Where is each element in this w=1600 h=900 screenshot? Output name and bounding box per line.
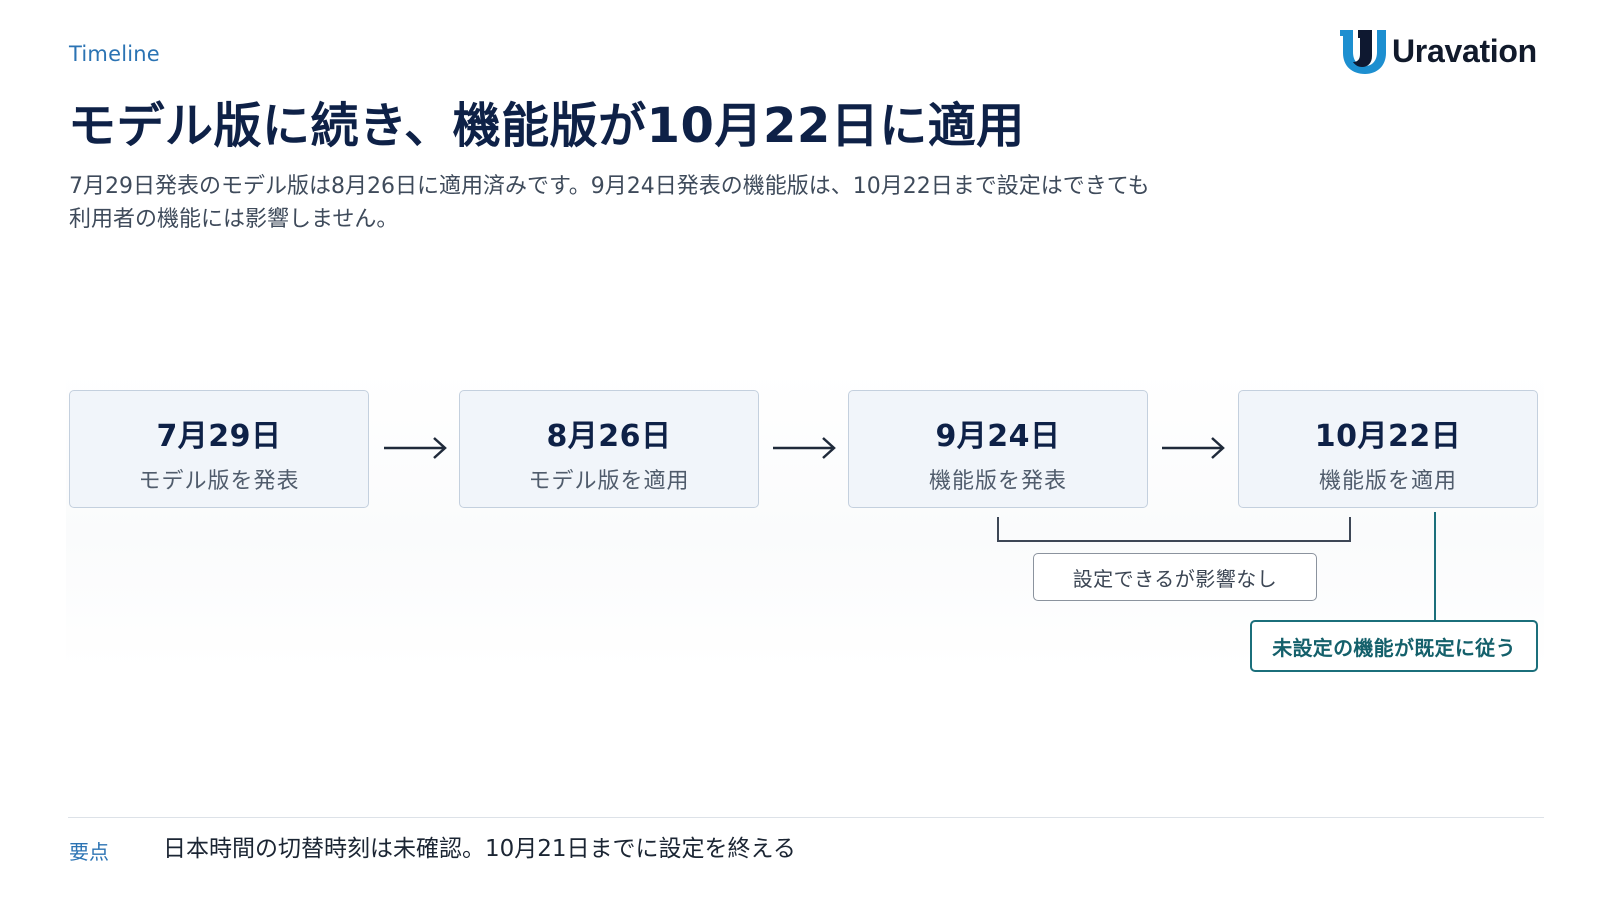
arrow-right-icon [773, 437, 836, 459]
page-title: モデル版に続き、機能版が10月22日に適用 [68, 98, 1025, 154]
step-date: 9月24日 [935, 419, 1061, 454]
timeline-step-model-announce: 7月29日 モデル版を発表 [69, 390, 369, 508]
uravation-logo-icon [1340, 30, 1386, 74]
lead-line-1: 7月29日発表のモデル版は8月26日に適用済みです。9月24日発表の機能版は、1… [69, 174, 1150, 199]
key-point-text: 日本時間の切替時刻は未確認。10月21日までに設定を終える [163, 836, 796, 862]
step-label: モデル版を適用 [528, 469, 690, 494]
setting-no-effect-note: 設定できるが影響なし [1033, 553, 1317, 601]
timeline-step-model-apply: 8月26日 モデル版を適用 [459, 390, 759, 508]
step-date: 8月26日 [546, 419, 672, 454]
step-label: モデル版を発表 [138, 469, 300, 494]
arrow-right-icon [1162, 437, 1225, 459]
lead-paragraph: 7月29日発表のモデル版は8月26日に適用済みです。9月24日発表の機能版は、1… [69, 170, 1329, 236]
arrow-right-icon [384, 437, 447, 459]
timeline-step-feature-apply: 10月22日 機能版を適用 [1238, 390, 1538, 508]
timeline-step-feature-announce: 9月24日 機能版を発表 [848, 390, 1148, 508]
section-eyebrow: Timeline [69, 42, 160, 66]
key-point-label: 要点 [69, 840, 109, 864]
footer-divider [68, 817, 1544, 818]
brand-logo: Uravation [1336, 26, 1537, 76]
step-date: 10月22日 [1314, 419, 1462, 454]
step-label: 機能版を発表 [928, 469, 1067, 494]
step-label: 機能版を適用 [1318, 469, 1457, 494]
step-date: 7月29日 [156, 419, 282, 454]
logo-wordmark: Uravation [1392, 32, 1537, 69]
default-behavior-note: 未設定の機能が既定に従う [1250, 620, 1538, 672]
lead-line-2: 利用者の機能には影響しません。 [69, 207, 399, 232]
